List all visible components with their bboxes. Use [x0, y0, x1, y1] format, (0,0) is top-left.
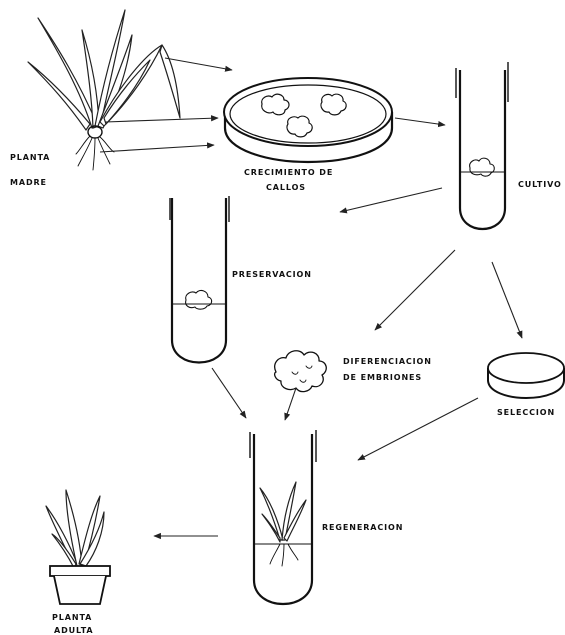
- test-tube-cultivo: [456, 62, 508, 229]
- arrow-cultivo-to-preservacion: [340, 188, 442, 212]
- arrow-plant-to-dish-2: [105, 118, 218, 122]
- label-crecimiento-2: CALLOS: [266, 183, 306, 192]
- label-planta-madre-2: MADRE: [10, 178, 47, 187]
- label-cultivo: CULTIVO: [518, 180, 562, 189]
- label-planta-madre-1: PLANTA: [10, 153, 50, 162]
- label-regeneracion: REGENERACION: [322, 523, 403, 532]
- embryo-clump: [275, 351, 327, 392]
- label-crecimiento-1: CRECIMIENTO DE: [244, 168, 333, 177]
- arrow-embryo-to-regeneracion: [285, 388, 296, 420]
- arrow-plant-to-dish-1: [165, 58, 232, 70]
- label-planta-adulta-2: ADULTA: [54, 626, 94, 635]
- petri-dish-callus: [224, 78, 392, 162]
- arrow-cultivo-to-diferenciacion: [375, 250, 455, 330]
- arrow-plant-to-dish-3: [100, 145, 214, 152]
- arrow-seleccion-to-regeneracion: [358, 398, 478, 460]
- label-planta-adulta-1: PLANTA: [52, 613, 92, 622]
- arrow-preservacion-to-regeneracion: [212, 368, 246, 418]
- arrow-cultivo-to-seleccion: [492, 262, 522, 338]
- test-tube-regeneracion: [250, 430, 316, 604]
- adult-potted-plant: [46, 490, 110, 604]
- label-seleccion: SELECCION: [497, 408, 555, 417]
- label-diferenciacion-2: DE EMBRIONES: [343, 373, 422, 382]
- petri-dish-seleccion: [488, 353, 564, 398]
- arrow-dish-to-cultivo: [395, 118, 445, 125]
- test-tube-preservacion: [170, 196, 229, 363]
- label-diferenciacion-1: DIFERENCIACION: [343, 357, 432, 366]
- mother-plant-illustration: [28, 10, 180, 170]
- label-preservacion: PRESERVACION: [232, 270, 312, 279]
